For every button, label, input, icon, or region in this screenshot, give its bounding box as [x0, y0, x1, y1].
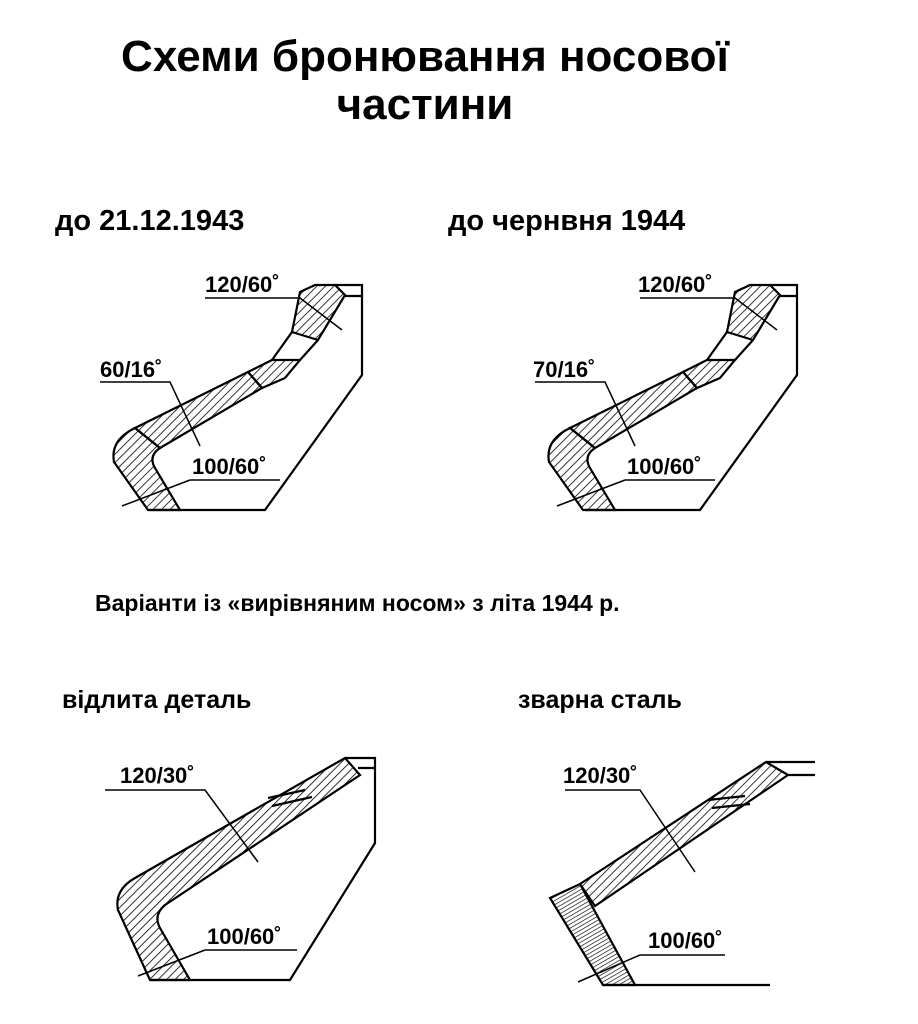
heading-before-1943: до 21.12.1943: [55, 205, 245, 237]
middle-upper-joint: [681, 358, 738, 390]
label-upper-armor: 120/30˚: [563, 763, 638, 788]
diagram-cast-part: [105, 756, 377, 982]
label-lower-armor: 100/60˚: [648, 928, 723, 953]
nose-armor: [116, 756, 362, 982]
label-middle-armor: 60/16˚: [100, 357, 162, 382]
middle-upper-joint: [246, 358, 303, 390]
label-lower-armor: 100/60˚: [207, 924, 282, 949]
diagram-before-1943: [100, 283, 364, 512]
hull-outline: [603, 760, 815, 987]
middle-plate: [567, 370, 699, 450]
hull-outline: [150, 283, 364, 512]
label-upper-armor: 120/60˚: [638, 272, 713, 297]
diagram-welded-steel: [548, 760, 815, 987]
heading-welded-steel: зварна сталь: [518, 686, 682, 714]
middle-plate: [132, 370, 264, 450]
label-lower-armor: 100/60˚: [627, 454, 702, 479]
caption-straight-nose: Варіанти із «вирівняним носом» з літа 19…: [95, 590, 620, 616]
diagram-before-june-1944: [535, 283, 799, 512]
hull-outline: [150, 756, 377, 982]
title-line-2: частини: [336, 80, 514, 129]
label-lower-armor: 100/60˚: [192, 454, 267, 479]
heading-before-june-1944: до чернвня 1944: [448, 205, 686, 237]
label-middle-armor: 70/16˚: [533, 357, 595, 382]
heading-cast-part: відлита деталь: [62, 686, 252, 714]
label-upper-armor: 120/30˚: [120, 763, 195, 788]
label-upper-armor: 120/60˚: [205, 272, 280, 297]
hull-outline: [585, 283, 799, 512]
title-line-1: Схеми бронювання носової: [121, 32, 729, 81]
